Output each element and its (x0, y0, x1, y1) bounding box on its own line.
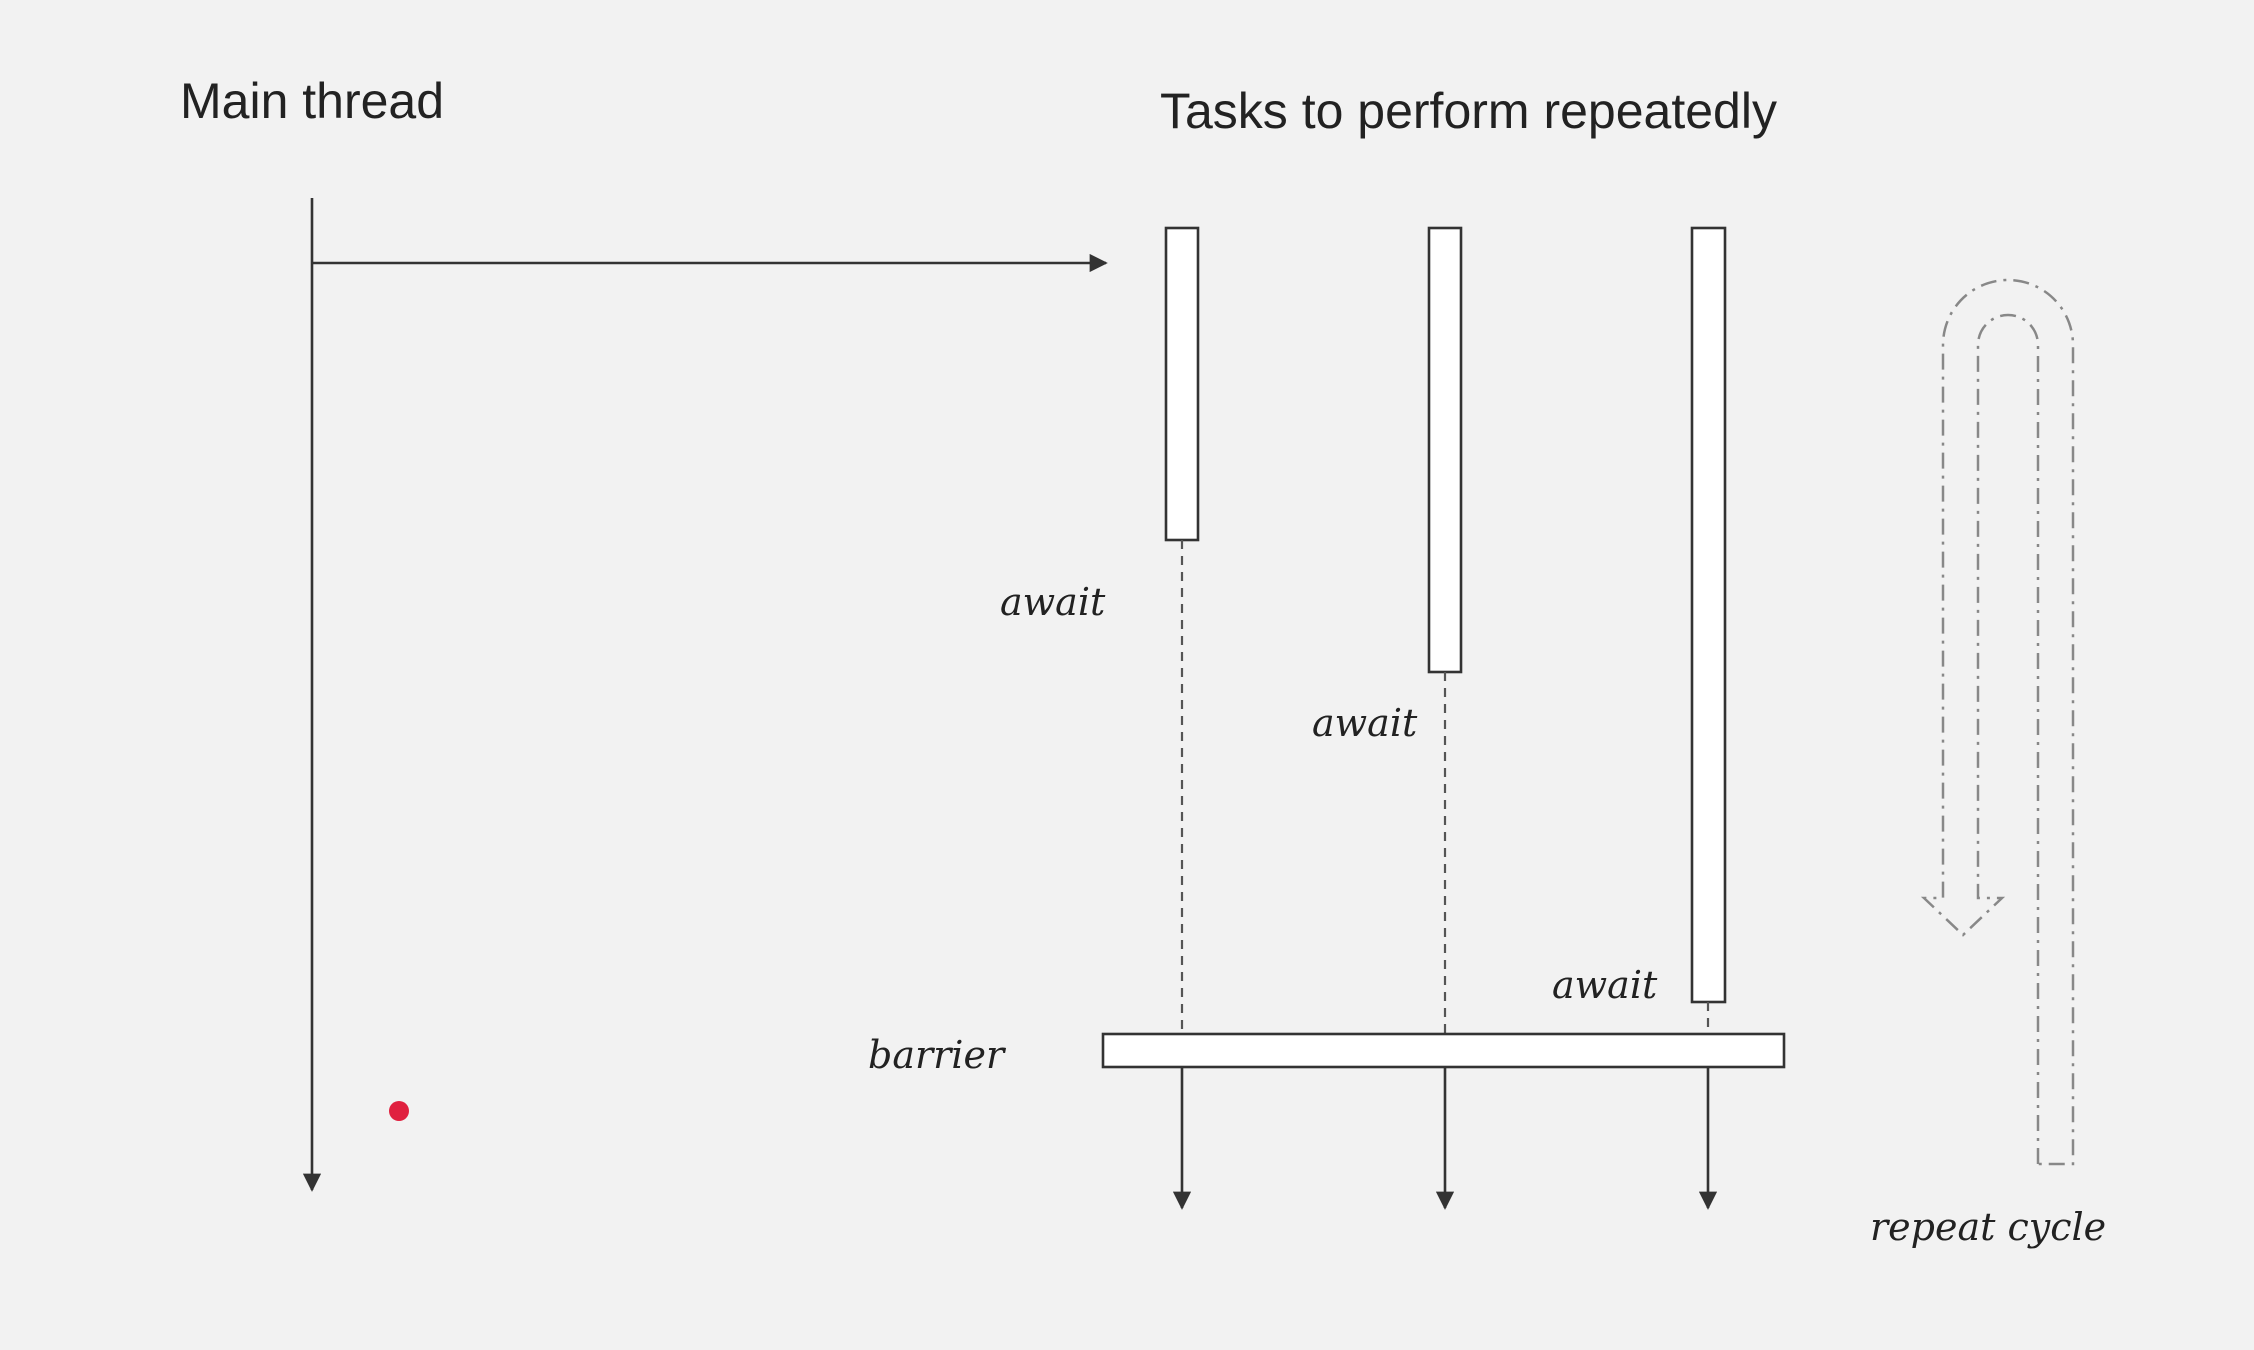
barrier-label: barrier (868, 1033, 1007, 1077)
task-3-bar (1690, 226, 1727, 1004)
main-thread-title: Main thread (180, 73, 444, 129)
tasks-title: Tasks to perform repeatedly (1160, 83, 1777, 139)
task-2: await (1312, 226, 1463, 1210)
repeat-cycle-label: repeat cycle (1870, 1205, 2106, 1249)
task-3: await (1552, 226, 1727, 1210)
barrier-bar (1101, 1032, 1786, 1069)
task-2-await-label: await (1312, 701, 1418, 745)
task-3-await-label: await (1552, 963, 1658, 1007)
task-1-await-label: await (1000, 580, 1106, 624)
task-1: await (1000, 226, 1200, 1210)
pointer-dot (389, 1101, 409, 1121)
task-2-bar (1427, 226, 1463, 674)
repeat-cycle-arrow-icon (1920, 278, 2075, 1166)
task-1-bar (1164, 226, 1200, 542)
